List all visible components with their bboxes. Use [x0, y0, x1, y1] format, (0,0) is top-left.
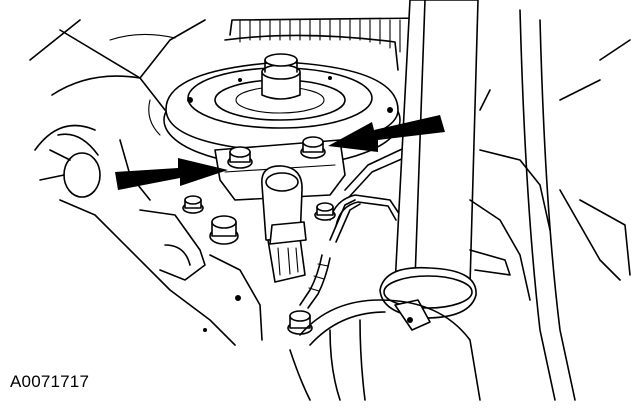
callout-arrow-left — [115, 158, 228, 190]
callout-arrow-right — [328, 115, 445, 152]
steering-boot — [289, 299, 481, 401]
sensor-bolt-left — [227, 146, 253, 169]
right-frame-structure — [469, 9, 631, 401]
housing-bolt-right — [314, 202, 336, 221]
figure-reference-code: A0071717 — [10, 372, 90, 391]
housing-bolt-upper-left — [182, 195, 204, 214]
steering-shaft — [394, 0, 479, 286]
lower-bolt — [287, 310, 313, 335]
accessory-pulley — [224, 17, 431, 71]
engine-block-outline — [29, 19, 206, 136]
crankshaft-position-sensor — [261, 165, 307, 283]
crankshaft-damper — [163, 53, 401, 167]
sensor-bolt-right — [300, 136, 326, 159]
hose-end — [34, 124, 101, 198]
housing-bolt-lower-left — [209, 215, 239, 245]
shaft-clamp — [379, 266, 477, 331]
